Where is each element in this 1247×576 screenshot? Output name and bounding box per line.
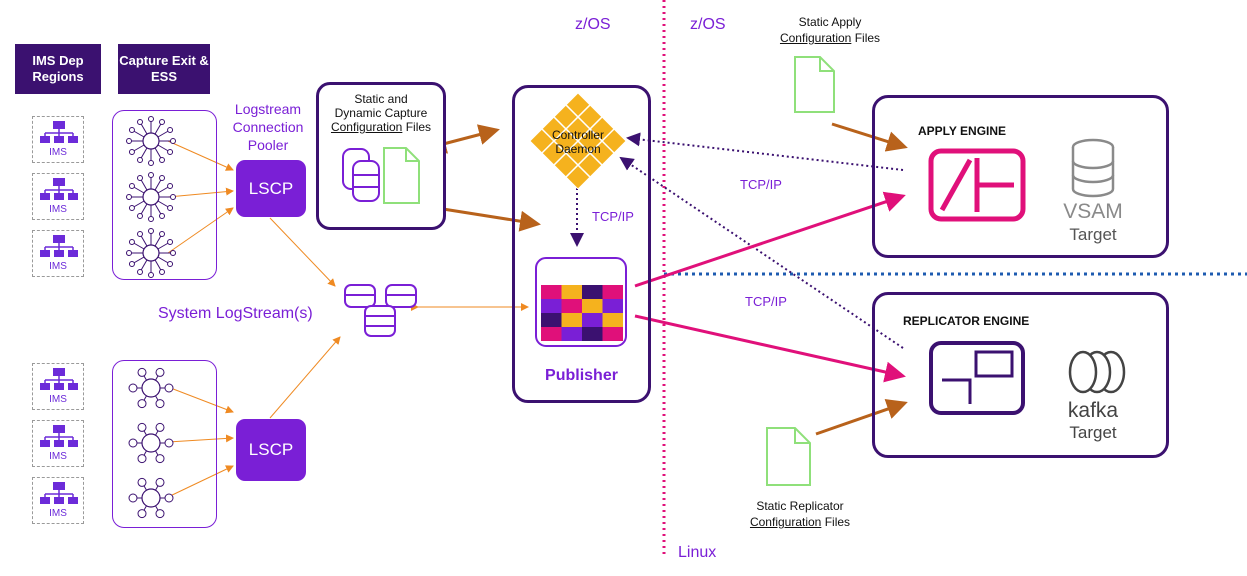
ims-tree-icon [40,482,78,504]
capture-config-line3: Configuration Files [330,120,432,134]
controller-daemon-label-line1: Controller [551,128,605,142]
publisher-label: Publisher [545,367,618,384]
capture-network-icon [128,367,174,519]
ims-region: IMS [32,420,84,467]
logstream-database-icon [344,284,417,337]
ims-label: IMS [49,147,67,158]
linux-label: Linux [678,544,717,561]
ims-dep-regions-header: IMS Dep Regions [15,44,101,94]
system-logstream-label: System LogStream(s) [158,305,313,322]
replicator-config-line1: Static Replicator [756,499,844,513]
apply-config-line2: Configuration Files [779,31,881,45]
vsam-label: VSAM [1063,200,1123,223]
kafka-icon [1068,350,1126,394]
apply-engine-icon [928,148,1026,222]
ims-tree-icon [40,235,78,257]
publisher-box [512,85,651,403]
capture-exit-box-top [112,110,217,280]
vsam-target-label: Target [1069,225,1117,244]
controller-daemon-label-line2: Daemon [555,142,601,156]
ims-label: IMS [49,204,67,215]
config-file-icon [383,147,420,204]
tcpip-label-replicator: TCP/IP [745,294,787,309]
capture-config-line1: Static and [354,92,408,106]
capture-config-line2: Dynamic Capture [334,106,428,120]
zos-label-left: z/OS [575,16,611,33]
lscp-top: LSCP [236,160,306,217]
logstream-pooler-label: Logstream Connection Pooler [232,101,304,153]
ims-tree-icon [40,368,78,390]
replicator-engine-icon [929,341,1025,415]
capture-config-box: Static and Dynamic Capture Configuration… [316,82,446,230]
capture-network-icon [126,116,176,278]
apply-engine-box: APPLY ENGINE VSAM Target [872,95,1169,258]
ims-region: IMS [32,116,84,163]
tcpip-label-daemon: TCP/IP [592,209,634,224]
controller-daemon-icon [530,93,626,189]
ims-region: IMS [32,477,84,524]
apply-config-file-icon [794,56,835,113]
ims-region: IMS [32,363,84,410]
replicator-config-file-icon [766,427,811,486]
kafka-target-label: Target [1069,423,1117,442]
ims-tree-icon [40,425,78,447]
ims-label: IMS [49,394,67,405]
zos-label-right: z/OS [690,16,726,33]
ims-label: IMS [49,261,67,272]
capture-exit-box-bottom [112,360,217,528]
replicator-engine-title: REPLICATOR ENGINE [903,314,1030,328]
apply-engine-title: APPLY ENGINE [918,124,1007,138]
replicator-engine-box: REPLICATOR ENGINE kafka Target [872,292,1169,458]
capture-exit-header: Capture Exit & ESS [118,44,210,94]
ims-tree-icon [40,178,78,200]
kafka-label: kafka [1067,399,1119,422]
ims-label: IMS [49,508,67,519]
tcpip-label-apply: TCP/IP [740,177,782,192]
ims-region: IMS [32,230,84,277]
vsam-database-icon [1071,138,1115,198]
lscp-bottom: LSCP [236,419,306,481]
ims-region: IMS [32,173,84,220]
apply-config-line1: Static Apply [798,15,862,29]
replicator-config-line2: Configuration Files [749,515,851,529]
publisher-icon [535,257,627,347]
config-database-icon [342,148,380,202]
ims-tree-icon [40,121,78,143]
ims-label: IMS [49,451,67,462]
